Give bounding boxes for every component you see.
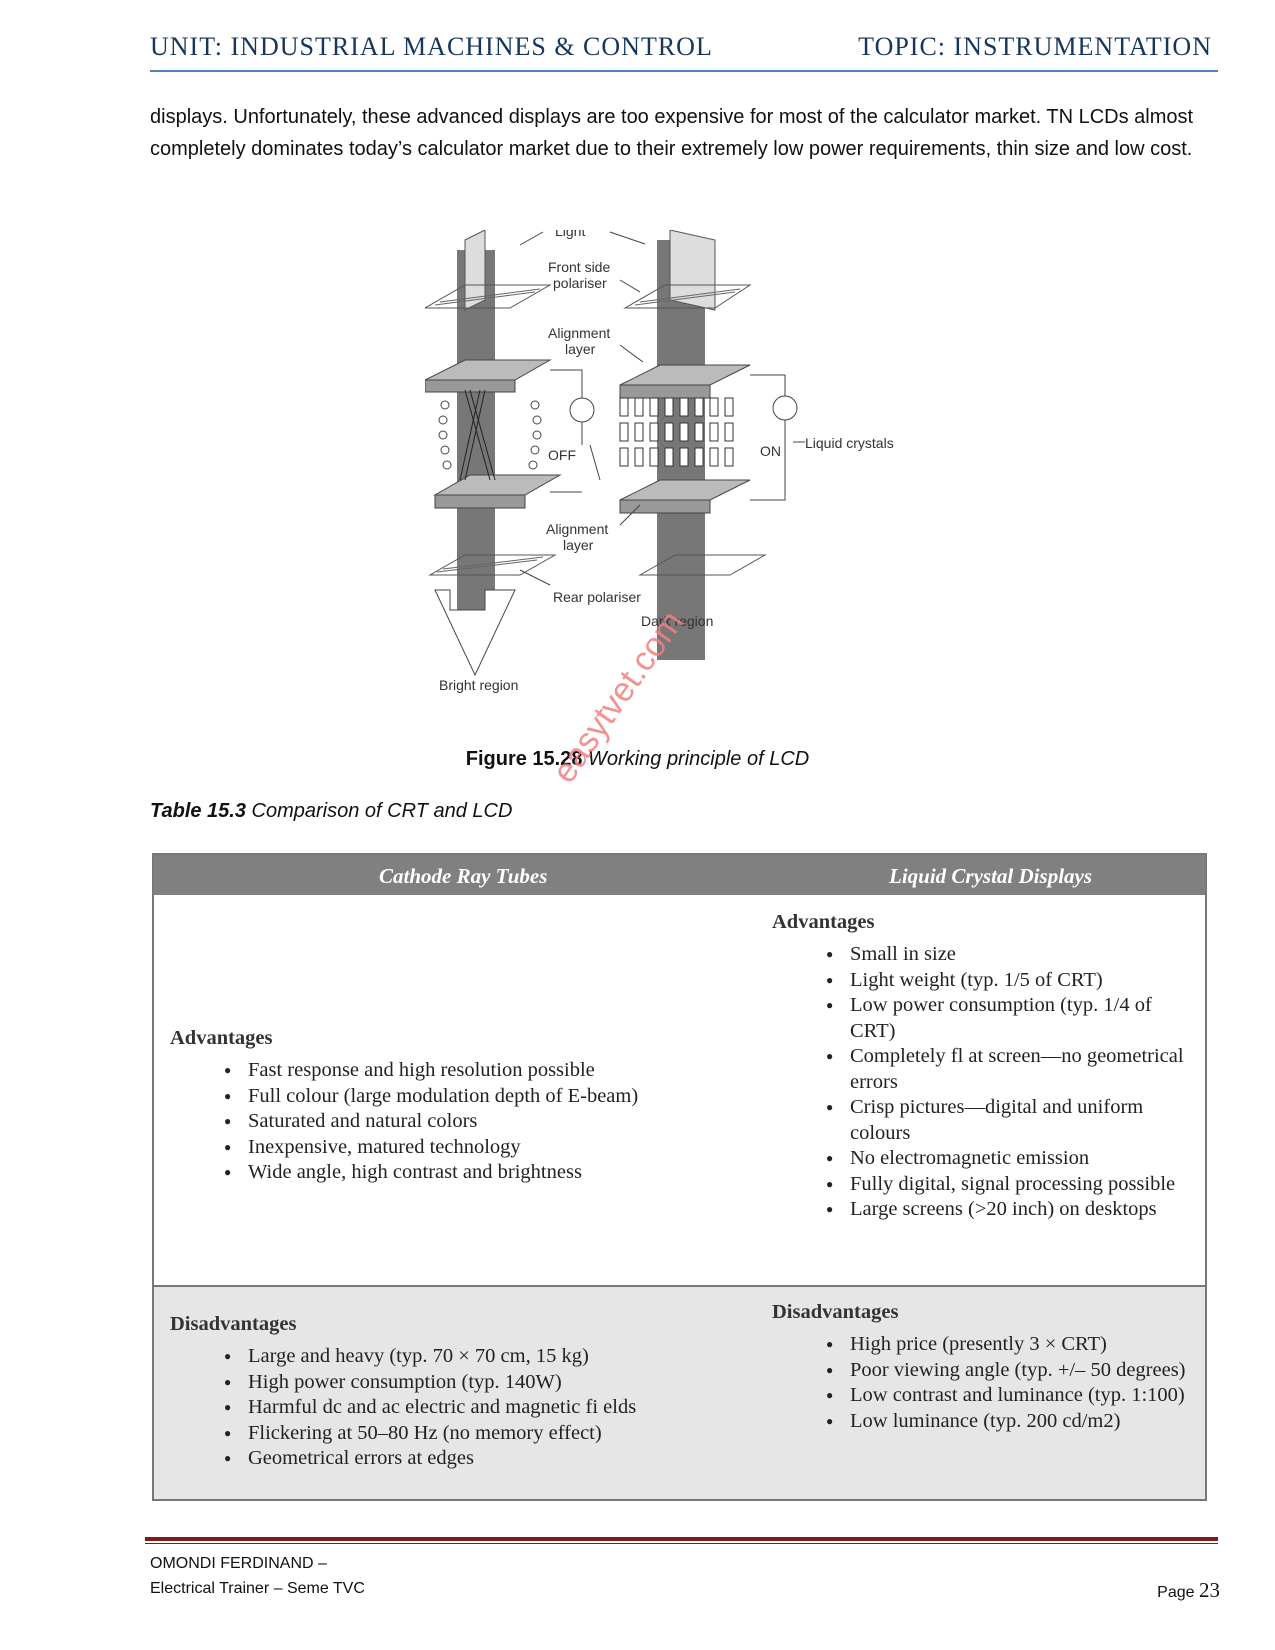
lcd-advantages-cell: Advantages Small in size Light weight (t… [772, 911, 1202, 1223]
list-item: Fully digital, signal processing possibl… [826, 1172, 1202, 1198]
table-caption: Table 15.3 Comparison of CRT and LCD [150, 800, 512, 823]
label-front-polariser-1: Front side [548, 259, 610, 275]
right-light-beam [619, 230, 767, 660]
lcd-adv-title: Advantages [772, 911, 875, 933]
lcd-dis-title: Disadvantages [772, 1301, 899, 1323]
disadvantages-row: Disadvantages Large and heavy (typ. 70 ×… [154, 1287, 1205, 1499]
lcd-disadvantages-cell: Disadvantages High price (presently 3 × … [772, 1301, 1202, 1434]
lcd-dis-list: High price (presently 3 × CRT) Poor view… [772, 1332, 1202, 1434]
page-header: UNIT: INDUSTRIAL MACHINES & CONTROL TOPI… [150, 30, 1218, 72]
footer-role: Electrical Trainer – Seme TVC [150, 1580, 365, 1597]
label-light: Light [555, 230, 585, 239]
label-off: OFF [548, 447, 576, 463]
label-alignment-bottom-2: layer [563, 537, 594, 553]
left-circuit [550, 369, 601, 493]
list-item: Harmful dc and ac electric and magnetic … [224, 1395, 750, 1421]
label-alignment-bottom-1: Alignment [546, 521, 608, 537]
list-item: High power consumption (typ. 140W) [224, 1370, 750, 1396]
list-item: Completely fl at screen—no geometrical e… [826, 1044, 1202, 1095]
footer-author: OMONDI FERDINAND – [150, 1555, 327, 1572]
label-alignment-top-1: Alignment [548, 325, 610, 341]
list-item: Flickering at 50–80 Hz (no memory effect… [224, 1421, 750, 1447]
label-front-polariser-2: polariser [553, 275, 607, 291]
list-item: Poor viewing angle (typ. +/– 50 degrees) [826, 1358, 1202, 1384]
label-dark-region: Dark region [641, 613, 713, 629]
list-item: Low power consumption (typ. 1/4 of CRT) [826, 993, 1202, 1044]
label-on: ON [760, 443, 781, 459]
crt-adv-list: Fast response and high resolution possib… [170, 1058, 730, 1186]
crt-dis-list: Large and heavy (typ. 70 × 70 cm, 15 kg)… [170, 1344, 750, 1472]
left-light-beam [425, 230, 562, 677]
crt-advantages-cell: Advantages Fast response and high resolu… [170, 1027, 730, 1186]
page-number: Page 23 [1157, 1578, 1220, 1603]
list-item: Crisp pictures—digital and uniform colou… [826, 1095, 1202, 1146]
advantages-row: Advantages Fast response and high resolu… [154, 895, 1205, 1287]
lcd-working-principle-figure: Light Front side polariser Alignment lay… [425, 230, 894, 693]
footer-rule [145, 1537, 1218, 1541]
crt-dis-title: Disadvantages [170, 1313, 297, 1335]
list-item: High price (presently 3 × CRT) [826, 1332, 1202, 1358]
list-item: Light weight (typ. 1/5 of CRT) [826, 968, 1202, 994]
label-alignment-top-2: layer [565, 341, 596, 357]
header-unit: UNIT: INDUSTRIAL MACHINES & CONTROL [150, 32, 713, 61]
table-number: Table 15.3 [150, 800, 246, 822]
figure-caption: Figure 15.28 Working principle of LCD [0, 748, 1275, 771]
header-lcd: Liquid Crystal Displays [889, 864, 1093, 888]
header-topic: TOPIC: INSTRUMENTATION [858, 32, 1212, 61]
label-liquid-crystals: Liquid crystals [805, 435, 894, 451]
label-rear-polariser: Rear polariser [553, 589, 641, 605]
table-caption-text: Comparison of CRT and LCD [251, 800, 513, 822]
right-circuit [750, 374, 798, 501]
list-item: Full colour (large modulation depth of E… [224, 1084, 730, 1110]
figure-number: Figure 15.28 [465, 748, 583, 770]
list-item: Large screens (>20 inch) on desktops [826, 1197, 1202, 1223]
table-header-row: Cathode Ray Tubes Liquid Crystal Display… [154, 855, 1205, 895]
list-item: Low contrast and luminance (typ. 1:100) [826, 1383, 1202, 1409]
list-item: Small in size [826, 942, 1202, 968]
header-crt: Cathode Ray Tubes [379, 864, 548, 888]
lcd-adv-list: Small in size Light weight (typ. 1/5 of … [772, 942, 1202, 1223]
page-num: 23 [1199, 1578, 1220, 1602]
list-item: Low luminance (typ. 200 cd/m2) [826, 1409, 1202, 1435]
footer-rule-thin [145, 1543, 1218, 1544]
list-item: Fast response and high resolution possib… [224, 1058, 730, 1084]
list-item: Saturated and natural colors [224, 1109, 730, 1135]
comparison-table: Cathode Ray Tubes Liquid Crystal Display… [152, 853, 1207, 1501]
crt-adv-title: Advantages [170, 1027, 273, 1049]
label-bright-region: Bright region [439, 677, 518, 693]
page-label: Page [1157, 1584, 1195, 1601]
list-item: No electromagnetic emission [826, 1146, 1202, 1172]
crt-disadvantages-cell: Disadvantages Large and heavy (typ. 70 ×… [170, 1313, 750, 1472]
figure-caption-text: Working principle of LCD [588, 748, 810, 770]
list-item: Large and heavy (typ. 70 × 70 cm, 15 kg) [224, 1344, 750, 1370]
list-item: Wide angle, high contrast and brightness [224, 1160, 730, 1186]
list-item: Geometrical errors at edges [224, 1446, 750, 1472]
list-item: Inexpensive, matured technology [224, 1135, 730, 1161]
intro-paragraph: displays. Unfortunately, these advanced … [150, 106, 1194, 160]
